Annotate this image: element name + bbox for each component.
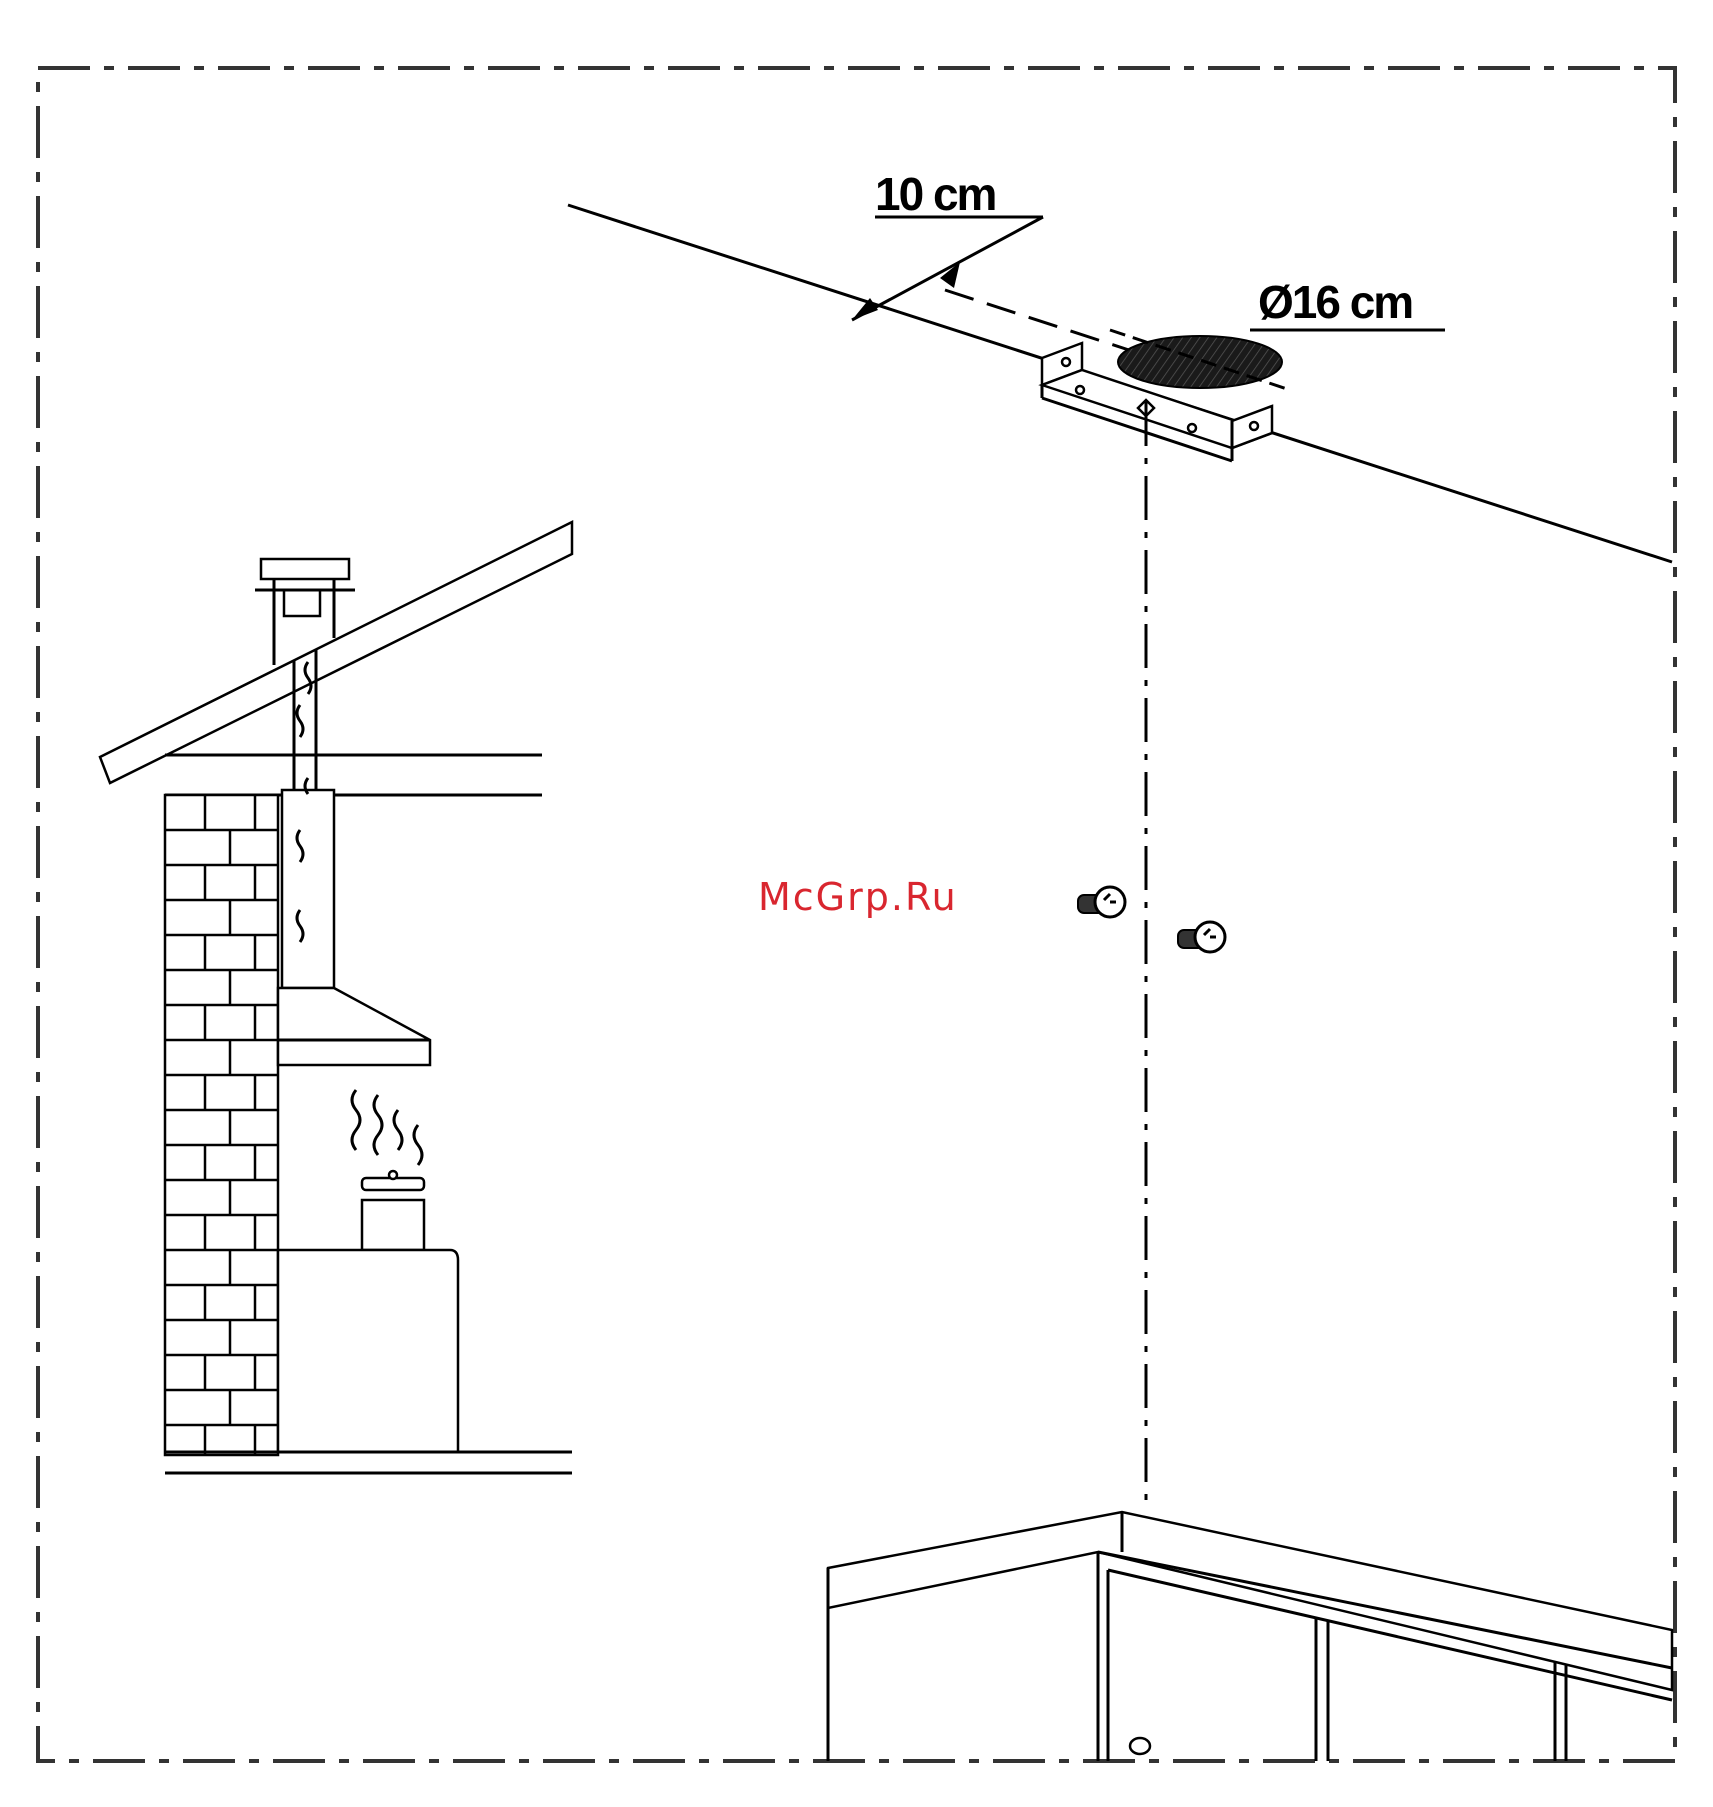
cooker-hood [278, 988, 430, 1065]
brick-wall [165, 795, 278, 1455]
screw-icon [1178, 922, 1225, 952]
exhaust-duct [282, 790, 334, 988]
screw-icon [1078, 887, 1125, 917]
hood-body-top [828, 1512, 1672, 1761]
dimension-leader-10cm [852, 217, 1043, 320]
dimension-label-16cm: Ø16 cm [1258, 276, 1412, 328]
house-cross-section [100, 522, 572, 1473]
ceiling-mounting-detail: 10 cm Ø16 cm [568, 168, 1672, 1761]
chimney-cowl [284, 590, 320, 616]
stove-cabinet [278, 1250, 458, 1452]
pot [362, 1200, 424, 1250]
watermark: McGrp.Ru [758, 875, 958, 919]
dimension-label-10cm: 10 cm [875, 168, 996, 220]
chimney-cap [261, 559, 349, 579]
steam [352, 1090, 422, 1165]
